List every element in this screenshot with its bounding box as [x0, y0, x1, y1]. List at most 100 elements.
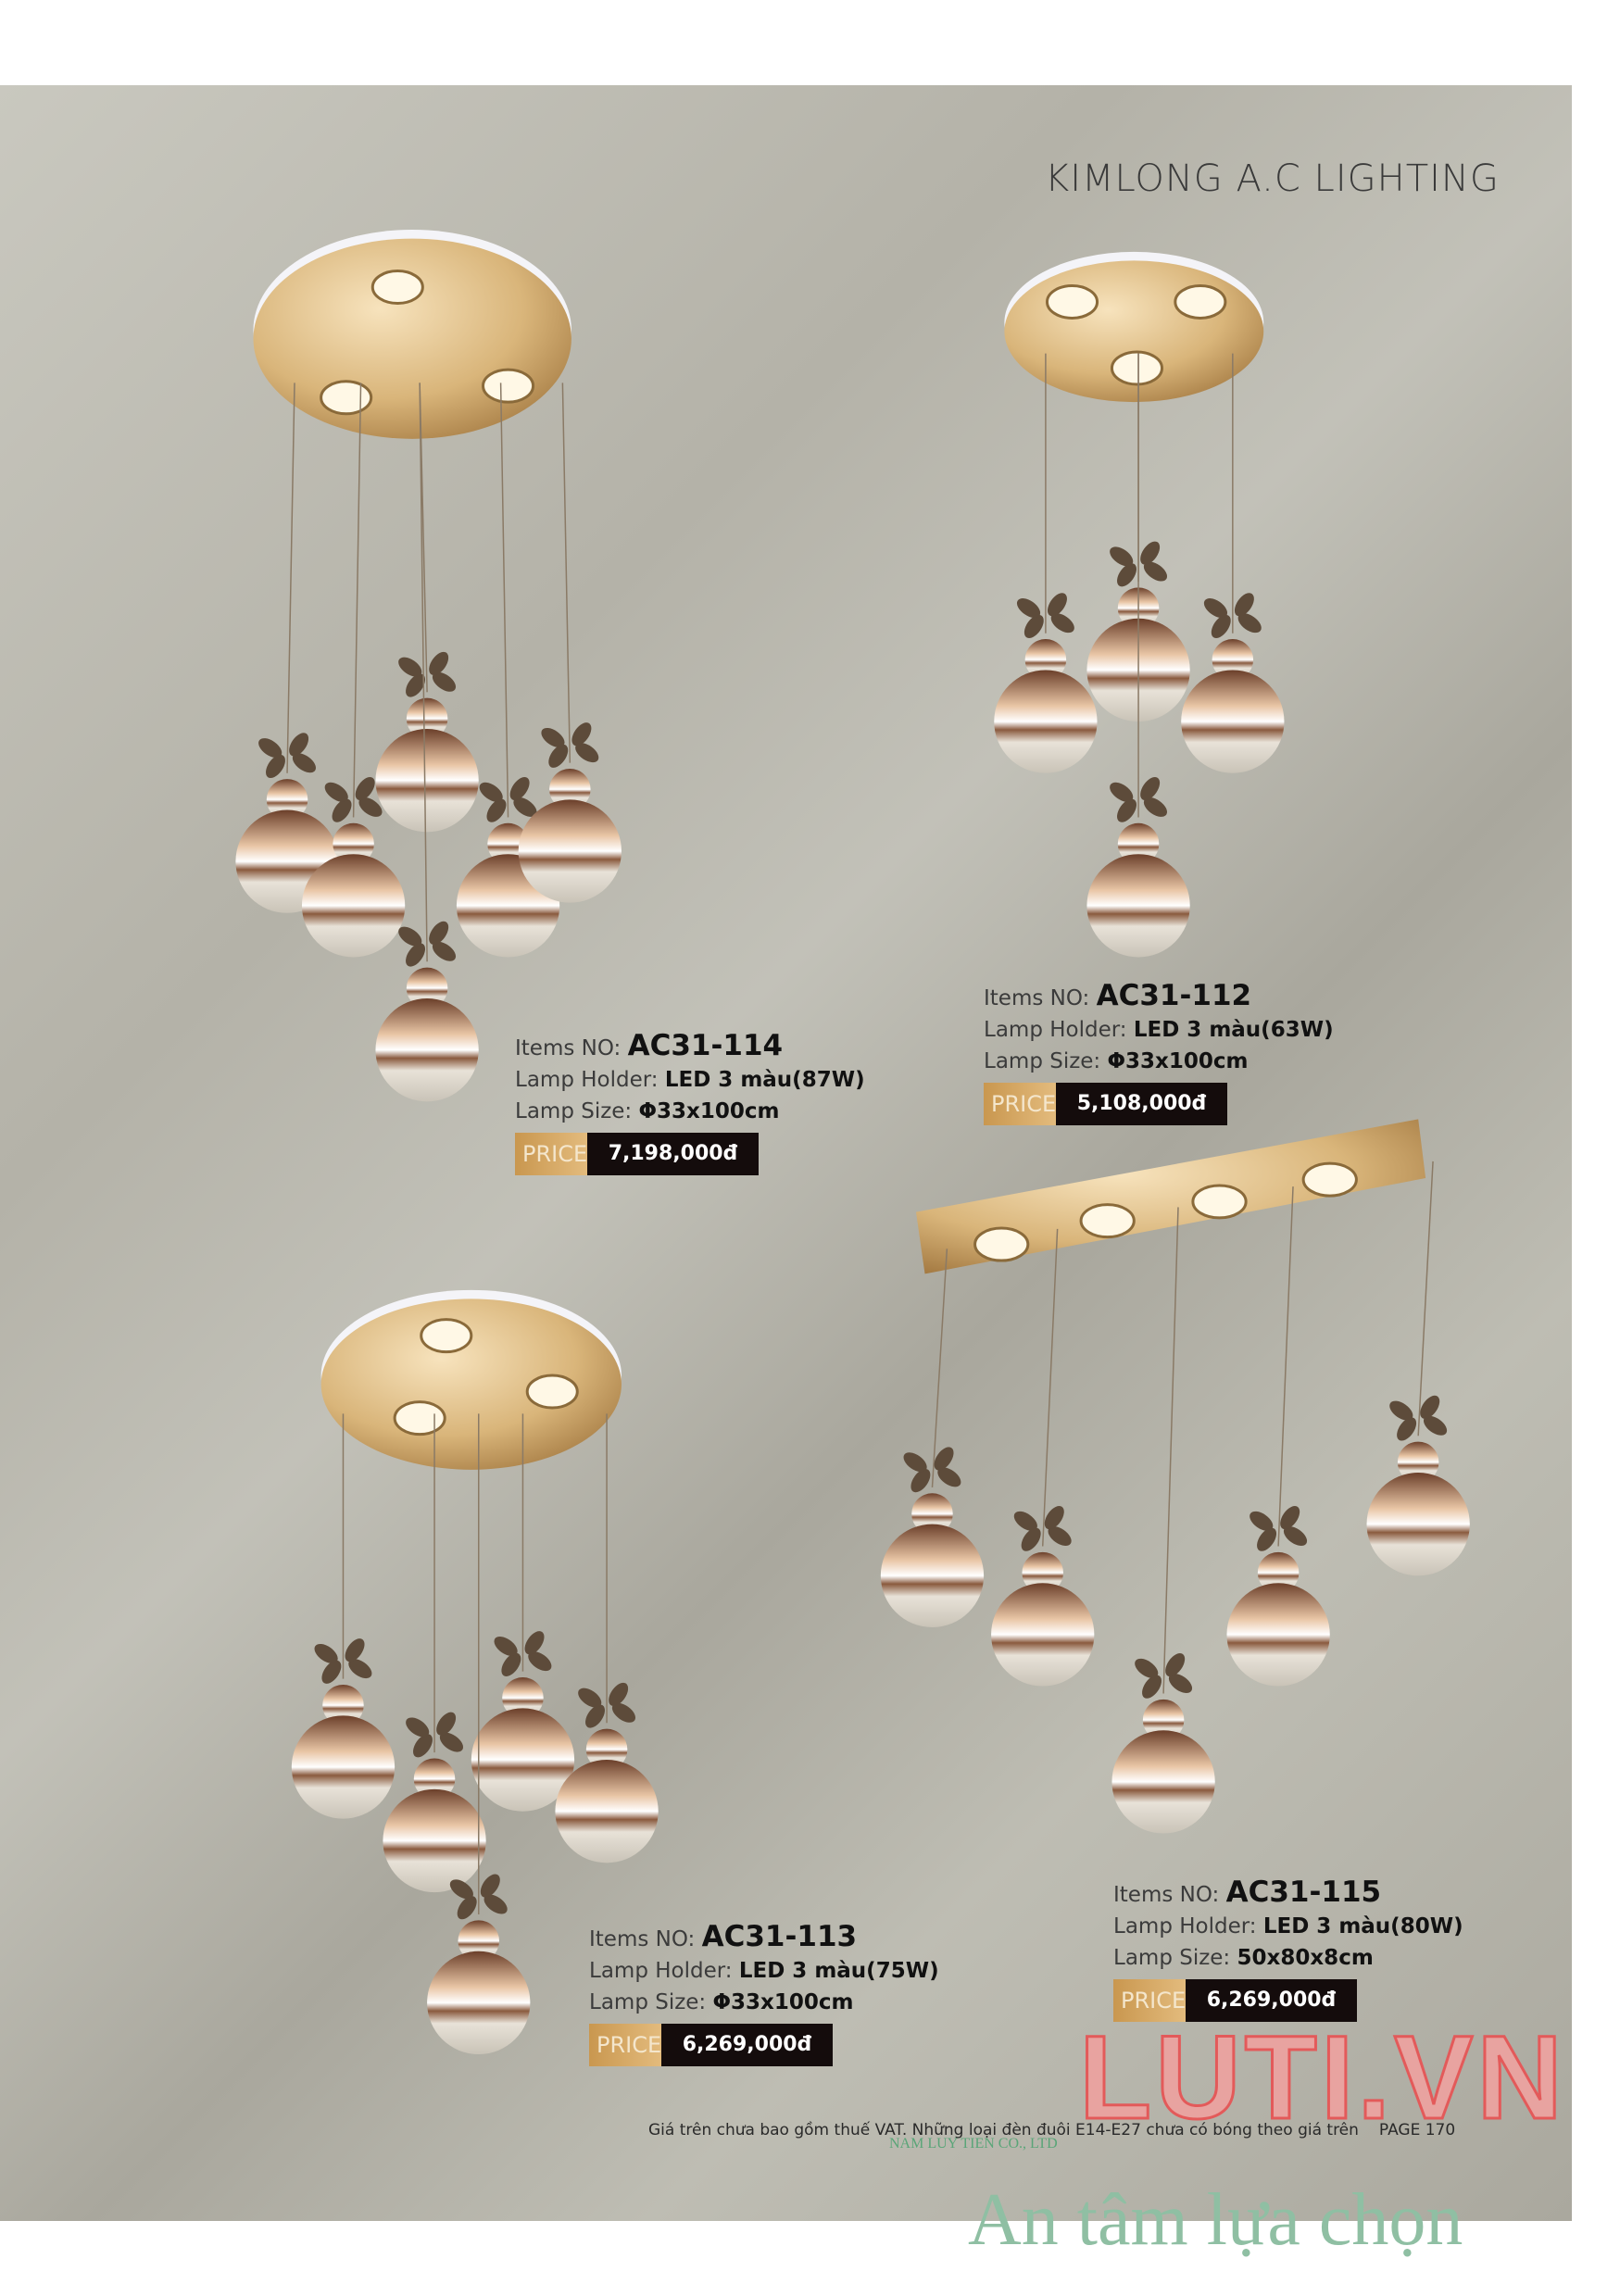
crystal-petal — [1250, 1511, 1274, 1531]
crystal-petal — [501, 1652, 521, 1676]
crystal-petal — [1203, 598, 1228, 619]
crystal-petal — [1110, 782, 1134, 802]
small-globe — [1212, 639, 1254, 681]
globe — [301, 854, 406, 958]
crystal-petal — [1047, 593, 1067, 617]
led-spot — [1301, 1161, 1358, 1198]
lamp-holder-label: Lamp Holder: — [1113, 1914, 1257, 1938]
small-globe — [1257, 1551, 1300, 1594]
globe — [994, 670, 1098, 773]
price-value: 5,108,000đ — [1056, 1083, 1227, 1125]
lamp-size-label: Lamp Size: — [589, 1990, 707, 2014]
crystal-petal — [480, 1874, 500, 1898]
crystal-petal — [509, 776, 530, 801]
globe — [1181, 670, 1285, 773]
crystal-petal — [406, 1717, 430, 1738]
small-globe — [1397, 1441, 1439, 1484]
product-info-ac31-114: Items NO: AC31-114 Lamp Holder: LED 3 mà… — [515, 1030, 865, 1175]
lamp-size-value: Φ33x100cm — [712, 1990, 854, 2014]
led-spot — [1174, 283, 1227, 320]
led-spot — [370, 270, 424, 306]
led-spot — [393, 1400, 446, 1437]
crystal-petal — [1143, 797, 1168, 817]
globe — [1086, 854, 1190, 958]
crystal-petal — [1165, 1653, 1186, 1677]
small-globe — [266, 779, 308, 821]
crystal-petal — [345, 1638, 365, 1662]
crystal-petal — [611, 1702, 636, 1723]
wire — [1417, 1161, 1434, 1437]
crystal-petal — [1257, 1527, 1277, 1551]
wire — [1162, 1207, 1179, 1694]
crystal-petal — [1117, 563, 1137, 587]
small-globe — [413, 1758, 456, 1800]
lamp-holder-label: Lamp Holder: — [984, 1018, 1127, 1042]
crystal-petal — [398, 657, 422, 677]
crystal-petal — [1044, 1506, 1064, 1530]
page-number: PAGE 170 — [1378, 2121, 1456, 2139]
crystal-petal — [934, 1447, 954, 1471]
small-globe — [1117, 822, 1160, 865]
price-value: 7,198,000đ — [587, 1133, 759, 1175]
globe — [991, 1583, 1095, 1687]
crystal-petal — [1023, 614, 1044, 639]
lamp-size-value: 50x80x8cm — [1237, 1946, 1374, 1970]
crystal-petal — [266, 754, 285, 779]
crystal-petal — [1013, 1511, 1037, 1531]
crystal-petal — [528, 1651, 552, 1672]
crystal-petal — [413, 1734, 433, 1758]
item-number: AC31-112 — [1096, 979, 1252, 1012]
crystal-petal — [479, 782, 503, 802]
crystal-petal — [524, 1631, 545, 1655]
globe — [383, 1788, 486, 1893]
wire — [499, 383, 509, 818]
footer-note: Giá trên chưa bao gồm thuế VAT. Những lo… — [648, 2121, 1359, 2139]
lamp-size-label: Lamp Size: — [1113, 1946, 1231, 1970]
crystal-petal — [1237, 613, 1262, 634]
globe — [375, 998, 479, 1102]
crystal-petal — [429, 651, 449, 675]
price-value: 6,269,000đ — [661, 2024, 833, 2066]
items-no-label: Items NO: — [515, 1036, 622, 1060]
small-globe — [1022, 1551, 1063, 1594]
wire — [1277, 1186, 1294, 1547]
crystal-petal — [457, 1896, 477, 1920]
small-globe — [502, 1677, 544, 1719]
crystal-petal — [314, 1643, 338, 1663]
globe — [518, 799, 622, 903]
globe — [471, 1708, 575, 1812]
lamp-size-value: Φ33x100cm — [1107, 1049, 1249, 1073]
lamp-holder-value: LED 3 màu(80W) — [1262, 1914, 1463, 1938]
crystal-petal — [937, 1467, 961, 1487]
crystal-petal — [358, 797, 383, 817]
crystal-petal — [324, 782, 348, 802]
lamp-holder-label: Lamp Holder: — [589, 1959, 733, 1983]
crystal-petal — [348, 1659, 372, 1679]
crystal-petal — [1140, 541, 1161, 565]
crystal-petal — [1110, 546, 1134, 567]
crystal-petal — [548, 744, 569, 768]
price-label: PRICE — [1113, 1979, 1186, 2022]
led-spot — [1079, 1203, 1136, 1239]
crystal-petal — [1048, 1526, 1072, 1546]
crystal-petal — [575, 743, 599, 763]
crystal-petal — [609, 1682, 629, 1706]
crystal-petal — [321, 1660, 342, 1684]
items-no-label: Items NO: — [1113, 1883, 1220, 1907]
crystal-petal — [1423, 1415, 1448, 1436]
small-globe — [585, 1728, 628, 1771]
small-globe — [406, 967, 448, 1010]
canopy — [253, 238, 571, 439]
lamp-size-value: Φ33x100cm — [638, 1099, 780, 1123]
small-globe — [458, 1920, 500, 1962]
price-label: PRICE — [984, 1083, 1056, 1125]
globe — [291, 1715, 396, 1819]
product-info-ac31-112: Items NO: AC31-112 Lamp Holder: LED 3 mà… — [984, 980, 1334, 1125]
crystal-petal — [494, 1637, 518, 1656]
lamp-size-label: Lamp Size: — [515, 1099, 633, 1123]
wire — [931, 1248, 948, 1487]
crystal-petal — [1283, 1526, 1308, 1546]
crystal-petal — [1117, 798, 1137, 822]
